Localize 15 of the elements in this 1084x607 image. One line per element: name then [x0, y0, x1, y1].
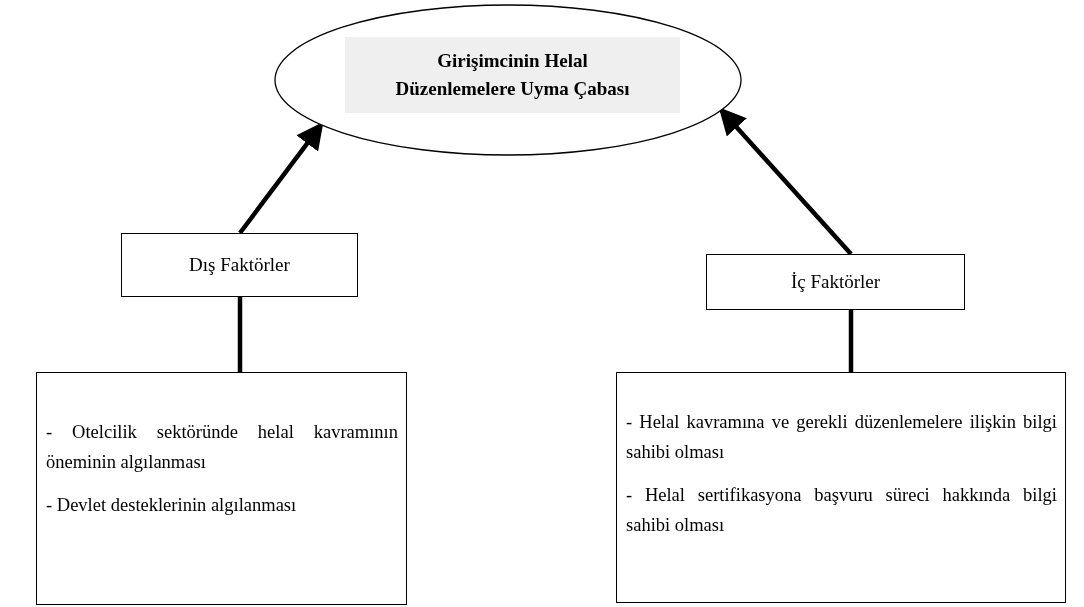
connector-line: [848, 310, 854, 372]
factor-list-box: [36, 372, 407, 605]
goal-title: Girişimcinin Helal Düzenlemelere Uyma Çabası: [345, 37, 680, 113]
factor-box: [706, 254, 965, 310]
factor-label: İç Faktörler: [790, 271, 881, 293]
connector-line: [237, 297, 243, 372]
arrow: [238, 121, 324, 235]
factor-item: - Devlet desteklerinin algılanması: [46, 494, 298, 518]
factor-box: [121, 233, 358, 297]
factor-label: Dış Faktörler: [189, 254, 290, 276]
factor-list-box: [616, 372, 1066, 603]
factor-item: - Otelcilik sektöründe helal kavramının öneminin algılanması: [46, 421, 398, 474]
arrow: [718, 107, 853, 256]
factor-item: - Helal sertifikasyona başvuru süreci hakkında bilgi sahibi olması: [626, 484, 1057, 537]
factor-item: - Helal kavramına ve gerekli düzenlemelere ilişkin bilgi sahibi olması: [626, 411, 1057, 464]
